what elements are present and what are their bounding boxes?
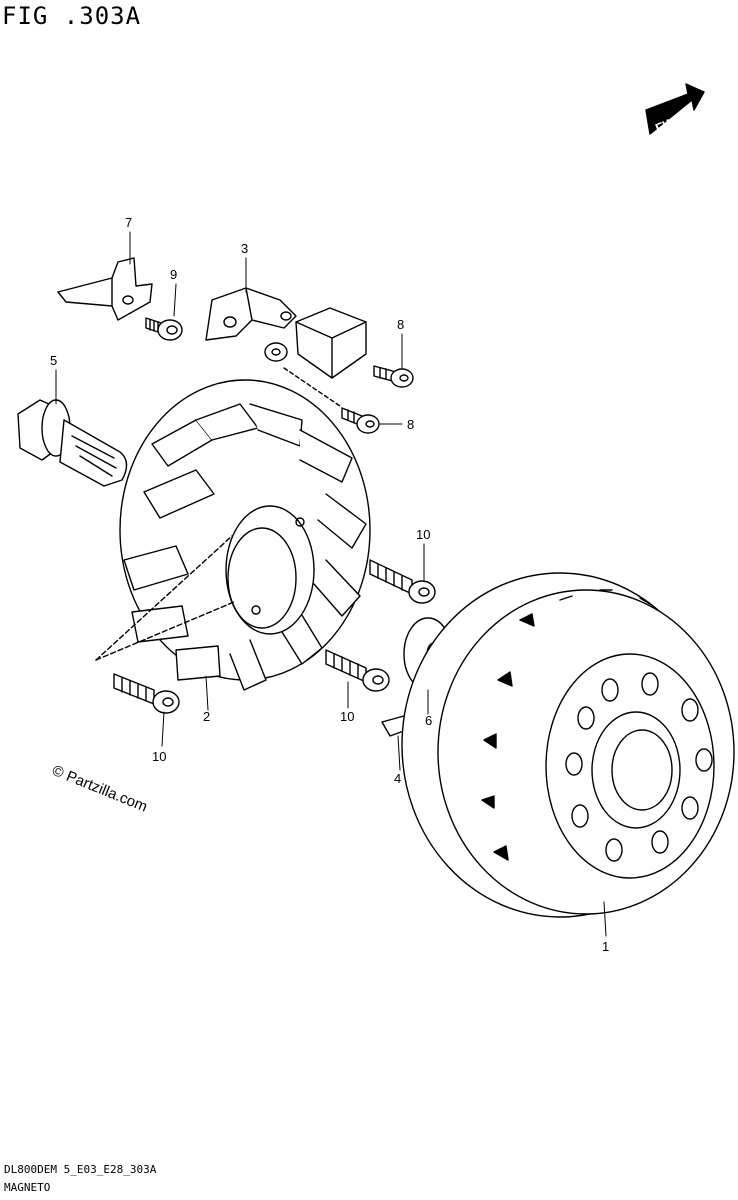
diagram-code: DL800DEM 5_E03_E28_303A (4, 1163, 157, 1176)
callout-7: 4 (394, 771, 402, 786)
screw-icon (341, 407, 380, 434)
sensor-icon (264, 307, 367, 407)
screw-icon (145, 317, 183, 341)
callout-9: 9 (170, 267, 178, 282)
callout-10-center: 10 (340, 709, 355, 724)
bolt-icon (17, 399, 128, 487)
callout-4: 7 (125, 215, 133, 230)
callout-5: 5 (50, 353, 58, 368)
diagram-name: MAGNETO (4, 1181, 51, 1194)
screw-icon (325, 649, 390, 692)
screw-icon (373, 365, 414, 388)
screw-icon (369, 559, 436, 604)
callout-3: 3 (241, 241, 249, 256)
callout-1: 1 (602, 939, 610, 954)
callout-10-right: 10 (416, 527, 431, 542)
screw-icon (113, 673, 180, 714)
leader-lines (55, 231, 607, 937)
clamp-icon (205, 287, 297, 341)
stator-icon (95, 379, 371, 691)
figure-title: FIG .303A (2, 2, 142, 30)
forward-arrow-badge: FWD (645, 83, 705, 136)
bracket-icon (57, 257, 153, 321)
callout-6: 6 (425, 713, 433, 728)
callout-8-upper: 8 (397, 317, 405, 332)
callout-10-left: 10 (152, 749, 167, 764)
callout-8-lower: 8 (407, 417, 415, 432)
callout-2: 2 (203, 709, 211, 724)
rotor-icon (401, 572, 735, 918)
